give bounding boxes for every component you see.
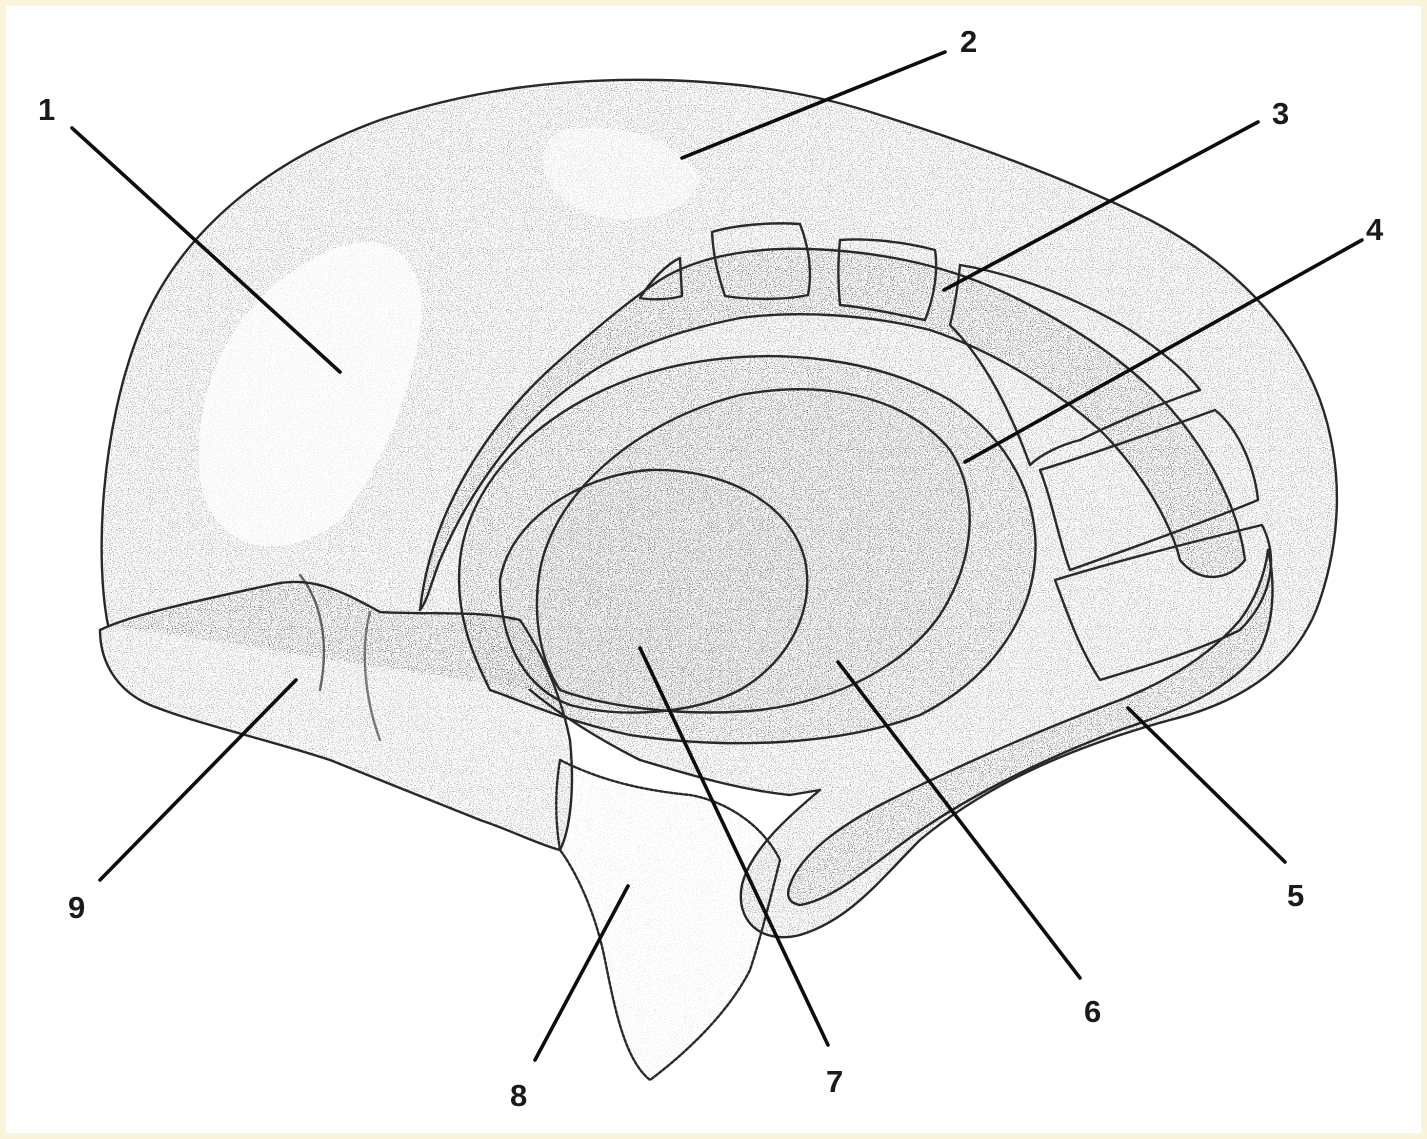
leader-5	[1128, 708, 1285, 862]
label-3: 3	[1272, 96, 1289, 131]
label-5: 5	[1287, 878, 1304, 913]
label-8: 8	[510, 1078, 527, 1113]
label-4: 4	[1366, 212, 1384, 247]
label-7: 7	[826, 1064, 843, 1099]
label-2: 2	[960, 24, 977, 59]
label-9: 9	[68, 890, 85, 925]
label-6: 6	[1084, 994, 1101, 1029]
label-1: 1	[38, 92, 55, 127]
